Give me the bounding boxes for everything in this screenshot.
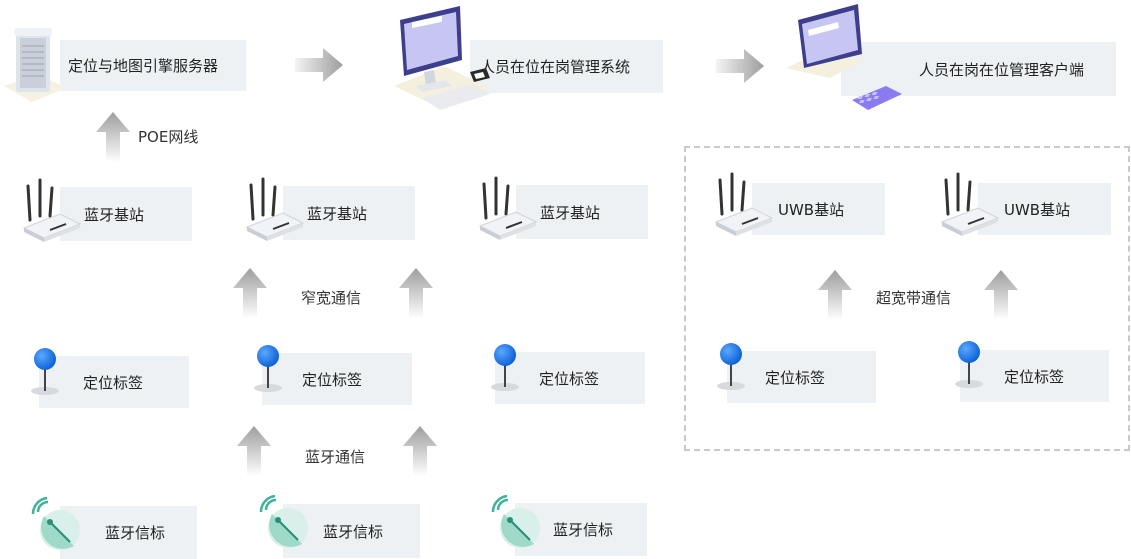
router-antenna-icon [245, 175, 305, 241]
satellite-dish-icon [490, 494, 546, 554]
uwb-base-box-1: UWB基站 [752, 183, 885, 235]
poe-label: POE网线 [138, 128, 199, 146]
bt-beacon-label-3: 蓝牙信标 [553, 521, 614, 539]
arrow-up-poe [96, 112, 130, 162]
desktop-computer-icon [394, 2, 494, 114]
uwb-base-label-2: UWB基站 [1004, 200, 1071, 219]
uwb-tag-box-1: 定位标签 [727, 351, 876, 403]
bt-tag-label-2: 定位标签 [302, 370, 363, 389]
bt-base-box-2: 蓝牙基站 [283, 186, 415, 240]
arrow-right-2 [716, 49, 764, 83]
arrow-up-bluetooth-2 [403, 426, 437, 476]
client-label: 人员在岗在位管理客户端 [919, 60, 1085, 79]
uwb-tag-label-1: 定位标签 [765, 368, 826, 387]
router-antenna-icon [714, 170, 774, 236]
arrow-up-uwb-1 [818, 270, 852, 320]
router-antenna-icon [22, 176, 82, 242]
bt-tag-label-3: 定位标签 [539, 369, 600, 388]
bt-tag-box-2: 定位标签 [262, 353, 412, 405]
bt-base-label-2: 蓝牙基站 [307, 204, 368, 223]
server-label: 定位与地图引擎服务器 [68, 57, 219, 75]
location-pin-icon [245, 342, 291, 396]
arrow-up-bluetooth-1 [237, 426, 271, 476]
system-box: 人员在位在岗管理系统 [470, 40, 663, 93]
location-pin-icon [22, 345, 68, 399]
server-box: 定位与地图引擎服务器 [60, 40, 246, 91]
location-pin-icon [946, 338, 992, 392]
location-pin-icon [708, 340, 754, 394]
uwb-comm-label: 超宽带通信 [876, 289, 952, 307]
arrow-up-uwb-2 [984, 270, 1018, 320]
bt-base-label-1: 蓝牙基站 [84, 205, 145, 224]
location-pin-icon [482, 341, 528, 395]
bt-base-label-3: 蓝牙基站 [540, 203, 601, 222]
arrow-up-narrowband-1 [233, 268, 267, 318]
bt-tag-box-1: 定位标签 [39, 356, 189, 408]
router-antenna-icon [478, 174, 538, 240]
uwb-tag-label-2: 定位标签 [1004, 367, 1065, 386]
laptop-icon [786, 2, 866, 80]
uwb-base-box-2: UWB基站 [978, 183, 1111, 235]
narrowband-label: 窄宽通信 [301, 289, 362, 307]
phone-icon [852, 84, 902, 112]
bt-base-box-1: 蓝牙基站 [60, 187, 192, 241]
bt-base-box-3: 蓝牙基站 [516, 185, 648, 239]
bt-tag-box-3: 定位标签 [495, 352, 645, 404]
satellite-dish-icon [30, 496, 86, 556]
bt-beacon-box-1: 蓝牙信标 [60, 506, 197, 559]
uwb-group-frame [684, 146, 1130, 451]
bt-tag-label-1: 定位标签 [83, 373, 144, 392]
uwb-tag-box-2: 定位标签 [960, 350, 1109, 402]
arrow-right-1 [295, 48, 343, 82]
bt-beacon-label-2: 蓝牙信标 [323, 522, 384, 541]
bluetooth-comm-label: 蓝牙通信 [305, 448, 366, 466]
server-tower-icon [2, 22, 68, 104]
bt-beacon-label-1: 蓝牙信标 [105, 524, 166, 542]
satellite-dish-icon [258, 494, 314, 554]
system-label: 人员在位在岗管理系统 [480, 58, 631, 76]
uwb-base-label-1: UWB基站 [778, 200, 845, 219]
router-antenna-icon [940, 170, 1000, 236]
arrow-up-narrowband-2 [399, 268, 433, 318]
